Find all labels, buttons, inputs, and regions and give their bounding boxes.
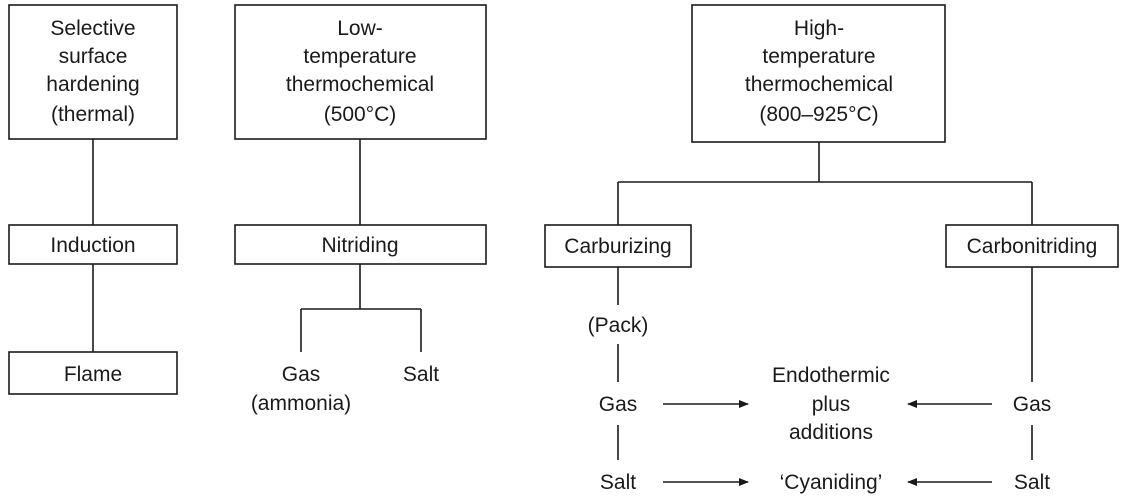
hightemp-title-line-2: temperature — [762, 45, 875, 68]
carbonitriding-salt-label: Salt — [1014, 471, 1050, 494]
endothermic-line-2: plus — [812, 393, 851, 416]
selective-title-line-1: Selective — [50, 17, 135, 40]
selective-surface-hardening-box: Selective surface hardening (thermal) — [8, 4, 178, 140]
low-temp-column: Low- temperature thermochemical (500°C) … — [234, 4, 487, 415]
flame-label: Flame — [64, 363, 122, 386]
pack-label: (Pack) — [588, 314, 649, 337]
flame-box: Flame — [8, 351, 178, 395]
lowtemp-title-line-4: (500°C) — [324, 103, 397, 126]
hightemp-title-line-3: thermochemical — [745, 73, 893, 96]
high-temp-column: High- temperature thermochemical (800–92… — [544, 4, 1119, 494]
carbonitriding-gas-label: Gas — [1013, 393, 1052, 416]
nitriding-box: Nitriding — [234, 224, 487, 265]
nitriding-gas-label: Gas — [282, 363, 321, 386]
selective-title-line-2: surface — [59, 45, 128, 68]
selective-column: Selective surface hardening (thermal) In… — [8, 4, 178, 395]
carbonitriding-box: Carbonitriding — [945, 224, 1119, 268]
carbonitriding-label: Carbonitriding — [967, 235, 1098, 258]
lowtemp-title-line-1: Low- — [337, 17, 383, 40]
cyaniding-label: ‘Cyaniding’ — [780, 471, 883, 494]
nitriding-label: Nitriding — [321, 234, 398, 257]
endothermic-line-1: Endothermic — [772, 364, 890, 387]
lowtemp-title-line-3: thermochemical — [286, 73, 434, 96]
high-temperature-thermochemical-box: High- temperature thermochemical (800–92… — [691, 4, 946, 143]
hightemp-title-line-1: High- — [794, 17, 844, 40]
endothermic-line-3: additions — [789, 421, 873, 444]
carburizing-gas-label: Gas — [599, 393, 638, 416]
low-temperature-thermochemical-box: Low- temperature thermochemical (500°C) — [234, 4, 487, 140]
induction-label: Induction — [50, 234, 135, 257]
nitriding-ammonia-label: (ammonia) — [251, 392, 351, 415]
carburizing-label: Carburizing — [564, 235, 671, 258]
selective-title-line-3: hardening — [46, 73, 139, 96]
induction-box: Induction — [8, 224, 178, 265]
lowtemp-title-line-2: temperature — [303, 45, 416, 68]
selective-title-line-4: (thermal) — [51, 103, 135, 126]
nitriding-salt-label: Salt — [403, 363, 439, 386]
hightemp-title-line-4: (800–925°C) — [759, 103, 878, 126]
carburizing-box: Carburizing — [544, 224, 692, 268]
carburizing-salt-label: Salt — [600, 471, 636, 494]
